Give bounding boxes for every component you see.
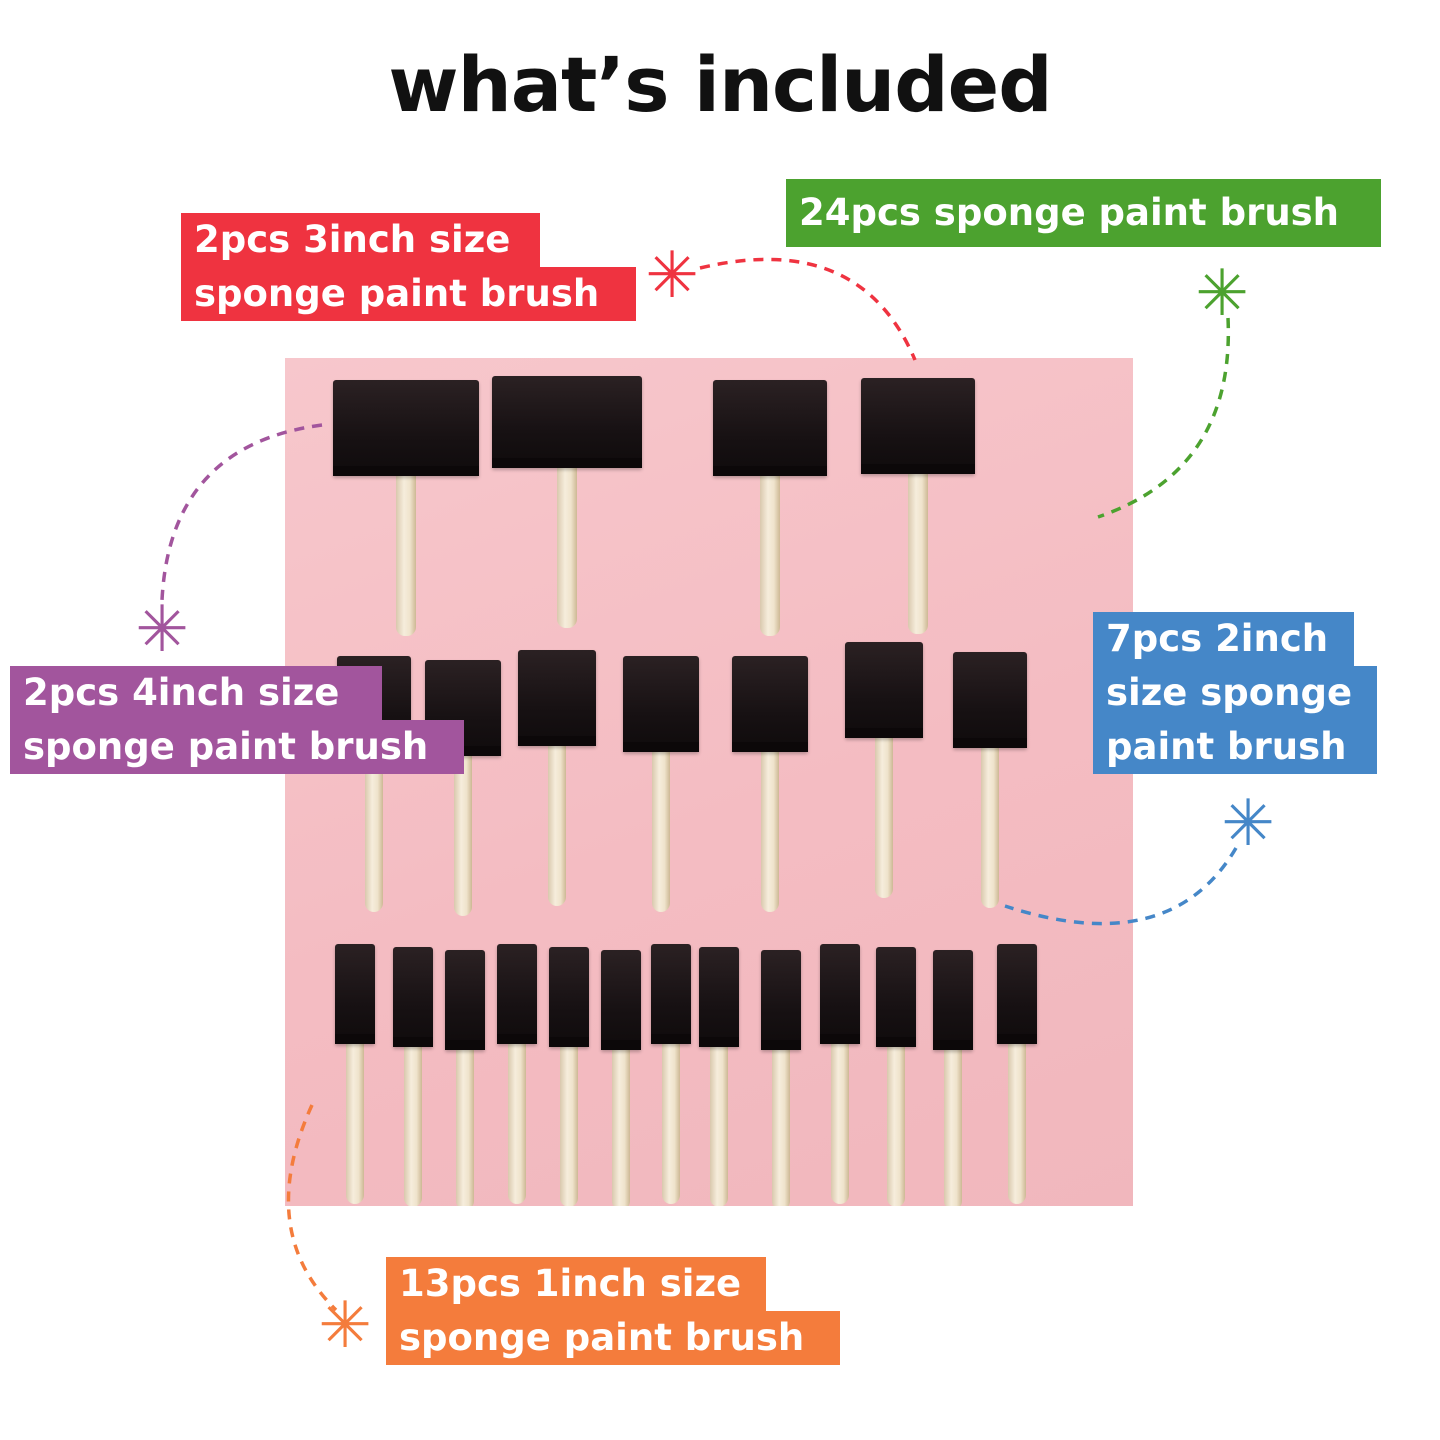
label-line: sponge paint brush (10, 720, 464, 774)
label-line: size sponge (1093, 666, 1377, 720)
label-line: 13pcs 1inch size (386, 1257, 766, 1311)
connector-three-inch (699, 257, 917, 361)
sponge-brush (492, 376, 642, 628)
sponge-brush (699, 947, 739, 1206)
sponge-brush (876, 947, 916, 1206)
sponge-brush (333, 380, 479, 636)
sponge-brush (518, 650, 596, 906)
sponge-brush (933, 950, 973, 1206)
sponge-brush (761, 950, 801, 1206)
sponge-brush (732, 656, 808, 912)
sponge-brush (601, 950, 641, 1206)
sponge-brush (335, 944, 375, 1204)
sponge-brush (820, 944, 860, 1204)
sponge-brush (651, 944, 691, 1204)
sponge-brush (845, 642, 923, 898)
label-line: 2pcs 4inch size (10, 666, 382, 720)
asterisk-icon: ✳ (318, 1289, 372, 1363)
sponge-brush (861, 378, 975, 634)
sponge-brush (713, 380, 827, 636)
sponge-brush (997, 944, 1037, 1204)
sponge-brush (497, 944, 537, 1204)
label-line: 7pcs 2inch (1093, 612, 1354, 666)
label-one-inch: 13pcs 1inch size sponge paint brush (386, 1257, 840, 1365)
asterisk-icon: ✳ (1195, 257, 1249, 331)
asterisk-icon: ✳ (1221, 787, 1275, 861)
product-photo (285, 358, 1133, 1206)
asterisk-icon: ✳ (645, 239, 699, 313)
sponge-brush (393, 947, 433, 1206)
sponge-brush (953, 652, 1027, 908)
asterisk-icon: ✳ (135, 593, 189, 667)
label-line: sponge paint brush (386, 1311, 840, 1365)
label-line: sponge paint brush (181, 267, 636, 321)
label-four-inch: 2pcs 4inch size sponge paint brush (10, 666, 464, 774)
sponge-brush (549, 947, 589, 1206)
page-title: what’s included (388, 40, 1052, 129)
label-line: 2pcs 3inch size (181, 213, 540, 267)
label-two-inch: 7pcs 2inch size sponge paint brush (1093, 612, 1377, 774)
label-three-inch: 2pcs 3inch size sponge paint brush (181, 213, 636, 321)
sponge-brush (623, 656, 699, 912)
label-total: 24pcs sponge paint brush (786, 179, 1381, 247)
label-line: 24pcs sponge paint brush (786, 179, 1381, 247)
label-line: paint brush (1093, 720, 1377, 774)
sponge-brush (445, 950, 485, 1206)
